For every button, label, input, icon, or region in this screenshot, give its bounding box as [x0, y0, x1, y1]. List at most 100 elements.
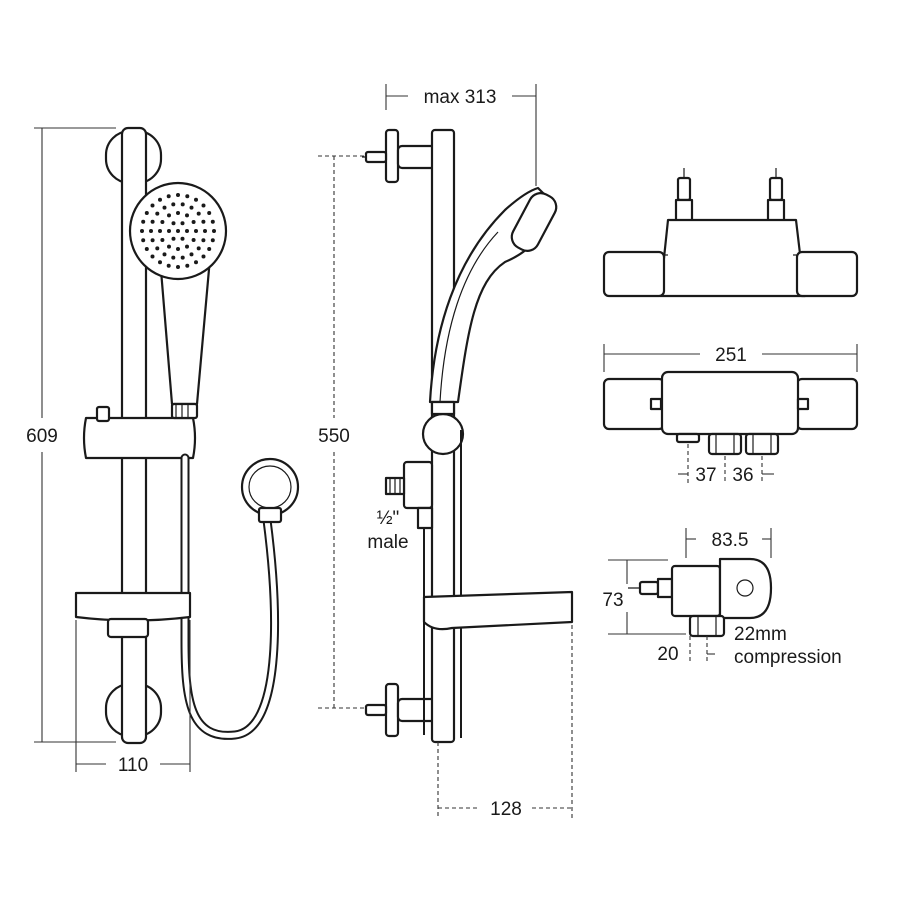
- spray-hole: [194, 229, 198, 233]
- side-bottom-wall-plate: [384, 682, 400, 738]
- spray-hole: [155, 211, 160, 216]
- valve-front-view: [602, 370, 859, 456]
- label-inlet-size: ½": [377, 508, 400, 529]
- spray-face-holes: [140, 193, 216, 269]
- spray-hole: [141, 219, 146, 224]
- spray-hole: [144, 211, 149, 215]
- spray-hole: [191, 220, 196, 224]
- spray-hole: [167, 213, 171, 218]
- side-handset-spray-face: [510, 192, 558, 252]
- front-slider-clamp: [82, 416, 197, 460]
- valve-outlet-middle: [707, 432, 743, 456]
- dim-front-height: 609: [26, 426, 58, 447]
- spray-hole: [166, 263, 171, 268]
- side-soap-dish: [422, 590, 574, 631]
- dim-valve-depth: 83.5: [712, 530, 749, 551]
- valve-side-dimensions: 83.5 73 20 22mm compression: [602, 528, 842, 668]
- spray-hole: [201, 219, 206, 224]
- spray-hole: [160, 238, 165, 242]
- spray-hole: [176, 247, 180, 251]
- spray-hole: [180, 236, 185, 241]
- label-connection-type: compression: [734, 647, 842, 668]
- spray-hole: [150, 238, 155, 243]
- spray-hole: [140, 229, 144, 233]
- front-wall-outlet: [240, 457, 300, 517]
- dim-side-depth: 128: [490, 799, 522, 820]
- spray-hole: [194, 260, 198, 265]
- front-handset-grip: [170, 402, 199, 420]
- spray-hole: [158, 197, 162, 202]
- spray-hole: [180, 255, 185, 260]
- spray-hole: [201, 238, 206, 243]
- spray-hole: [210, 219, 215, 224]
- valve-side-body: [670, 564, 722, 618]
- spray-hole: [201, 203, 206, 208]
- spray-hole: [180, 202, 185, 207]
- spray-hole: [185, 213, 189, 218]
- spray-hole: [185, 263, 190, 268]
- spray-hole: [194, 197, 198, 202]
- valve-top-left-handle: [602, 250, 666, 298]
- valve-top-right-handle: [795, 250, 859, 298]
- spray-hole: [141, 238, 146, 243]
- spray-hole: [171, 221, 176, 226]
- spray-hole: [176, 229, 180, 233]
- dim-outlet-spacing-left: 37: [695, 465, 716, 486]
- side-top-wall-plate: [384, 128, 400, 184]
- spray-hole: [212, 229, 216, 233]
- spray-hole: [189, 205, 194, 210]
- spray-hole: [176, 211, 180, 215]
- front-slider-knob: [95, 405, 111, 423]
- dim-valve-height: 73: [602, 590, 623, 611]
- side-slider-knob: [421, 412, 465, 456]
- spray-hole: [203, 229, 207, 233]
- spray-hole: [185, 244, 189, 249]
- spray-hole: [149, 229, 153, 233]
- front-view: [74, 126, 300, 745]
- dim-front-width: 110: [118, 755, 148, 776]
- valve-side-view: [628, 557, 773, 638]
- side-inlet-elbow: [402, 460, 434, 510]
- dim-side-max-reach: max 313: [424, 87, 497, 108]
- spray-hole: [162, 205, 167, 210]
- spray-hole: [210, 238, 215, 243]
- spray-hole: [180, 221, 185, 226]
- label-inlet-type: male: [367, 532, 408, 553]
- dim-outlet-spacing-right: 36: [732, 465, 753, 486]
- spray-hole: [201, 254, 206, 259]
- valve-dimensions: 251 37 36: [603, 344, 858, 486]
- dim-side-rail-height: 550: [318, 426, 350, 447]
- spray-hole: [167, 244, 171, 249]
- spray-hole: [144, 247, 149, 251]
- spray-hole: [196, 211, 201, 216]
- spray-hole: [185, 194, 190, 199]
- dim-outlet-offset: 20: [657, 644, 678, 665]
- valve-outlet-left: [675, 432, 701, 444]
- spray-hole: [158, 229, 162, 233]
- front-soap-dish-collar: [106, 617, 150, 639]
- front-outlet-nut: [257, 506, 283, 524]
- spray-hole: [158, 260, 162, 265]
- valve-top-view: [602, 168, 859, 298]
- spray-hole: [171, 255, 176, 260]
- spray-hole: [167, 229, 171, 233]
- valve-front-body: [660, 370, 800, 436]
- valve-side-outlet: [688, 614, 726, 638]
- spray-hole: [155, 246, 160, 251]
- dim-valve-width: 251: [715, 345, 747, 366]
- front-dimensions: 609 110: [26, 127, 191, 776]
- spray-hole: [185, 229, 189, 233]
- valve-outlet-right: [744, 432, 780, 456]
- side-dimensions: max 313 550 ½" male 128: [318, 84, 573, 820]
- spray-hole: [160, 220, 165, 224]
- spray-hole: [196, 246, 201, 251]
- valve-top-body: [658, 218, 807, 298]
- spray-hole: [207, 211, 212, 215]
- label-connection-size: 22mm: [734, 624, 787, 645]
- spray-hole: [176, 265, 180, 269]
- spray-hole: [207, 247, 212, 251]
- spray-hole: [171, 202, 176, 207]
- spray-hole: [189, 252, 194, 257]
- valve-side-handle: [718, 557, 773, 620]
